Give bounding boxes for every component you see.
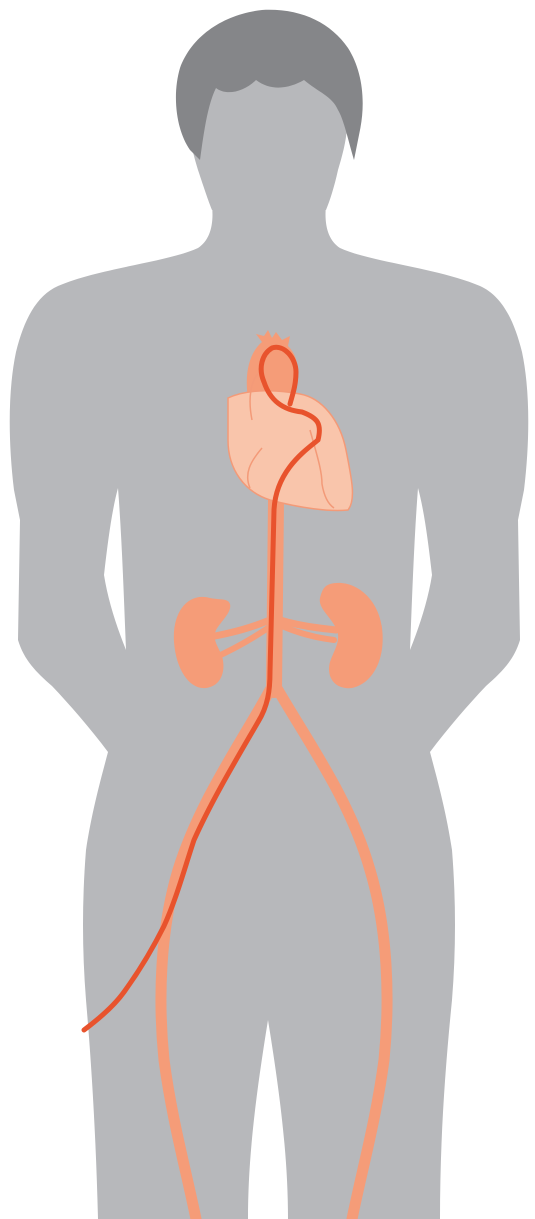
catheter-diagram: [0, 0, 535, 1219]
diagram-canvas: [0, 0, 535, 1219]
